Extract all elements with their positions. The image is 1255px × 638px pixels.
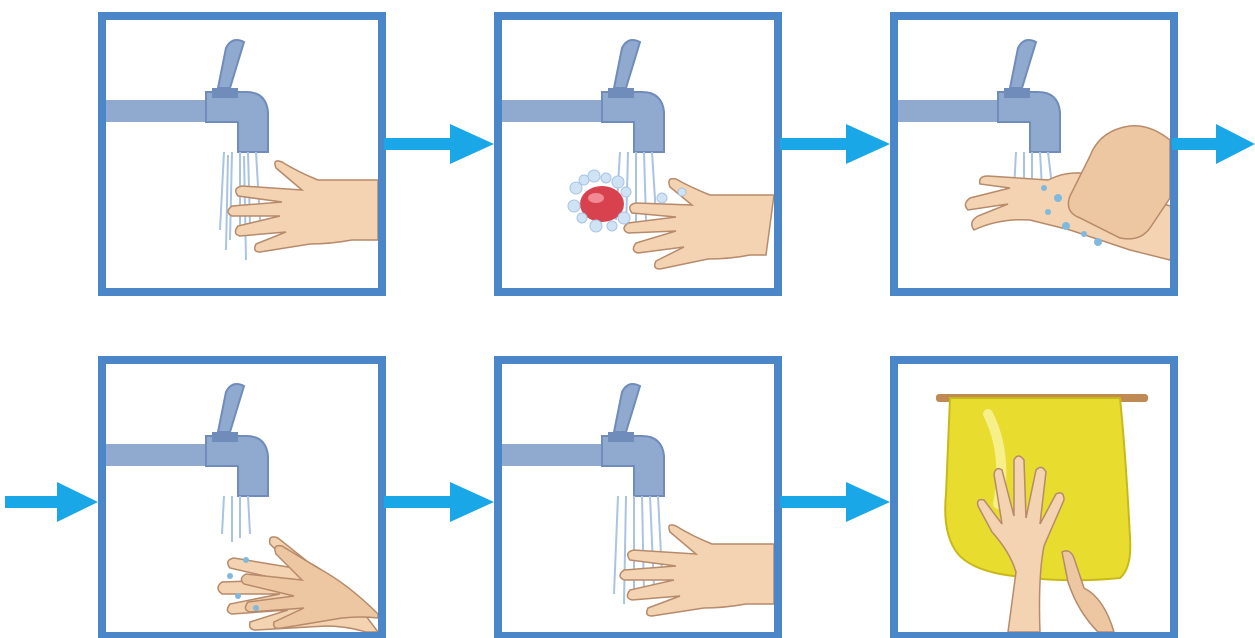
hands — [976, 455, 1115, 632]
hands — [619, 524, 774, 617]
hands — [623, 177, 774, 270]
step-3-panel — [890, 12, 1178, 296]
hands — [217, 536, 378, 632]
step-4-panel — [98, 356, 386, 638]
scrub-between-fingers-icon — [106, 383, 378, 632]
arrow-right-icon — [1172, 124, 1255, 164]
water-stream — [221, 495, 251, 542]
step-1-panel — [98, 12, 386, 296]
faucet-wet-hands-icon — [106, 39, 378, 261]
foam — [1041, 185, 1102, 246]
faucet-soap-lather-icon — [502, 39, 774, 270]
soap-bar — [580, 186, 624, 222]
arrow-right-icon — [5, 482, 98, 522]
hands — [964, 125, 1170, 261]
faucet — [898, 39, 1061, 153]
arrow-right-icon — [384, 124, 494, 164]
arrow-right-icon — [780, 124, 890, 164]
faucet — [106, 383, 269, 497]
faucet — [502, 39, 665, 153]
faucet — [106, 39, 269, 153]
dry-hands-towel-icon — [936, 394, 1148, 632]
arrow-right-icon — [384, 482, 494, 522]
foam — [567, 169, 687, 233]
hands — [227, 160, 378, 253]
arrow-right-icon — [780, 482, 890, 522]
step-6-panel — [890, 356, 1178, 638]
faucet — [502, 383, 665, 497]
scrub-wrists-icon — [898, 39, 1170, 261]
step-2-panel — [494, 12, 782, 296]
step-5-panel — [494, 356, 782, 638]
rinse-hands-icon — [502, 383, 774, 617]
foam — [227, 557, 259, 611]
